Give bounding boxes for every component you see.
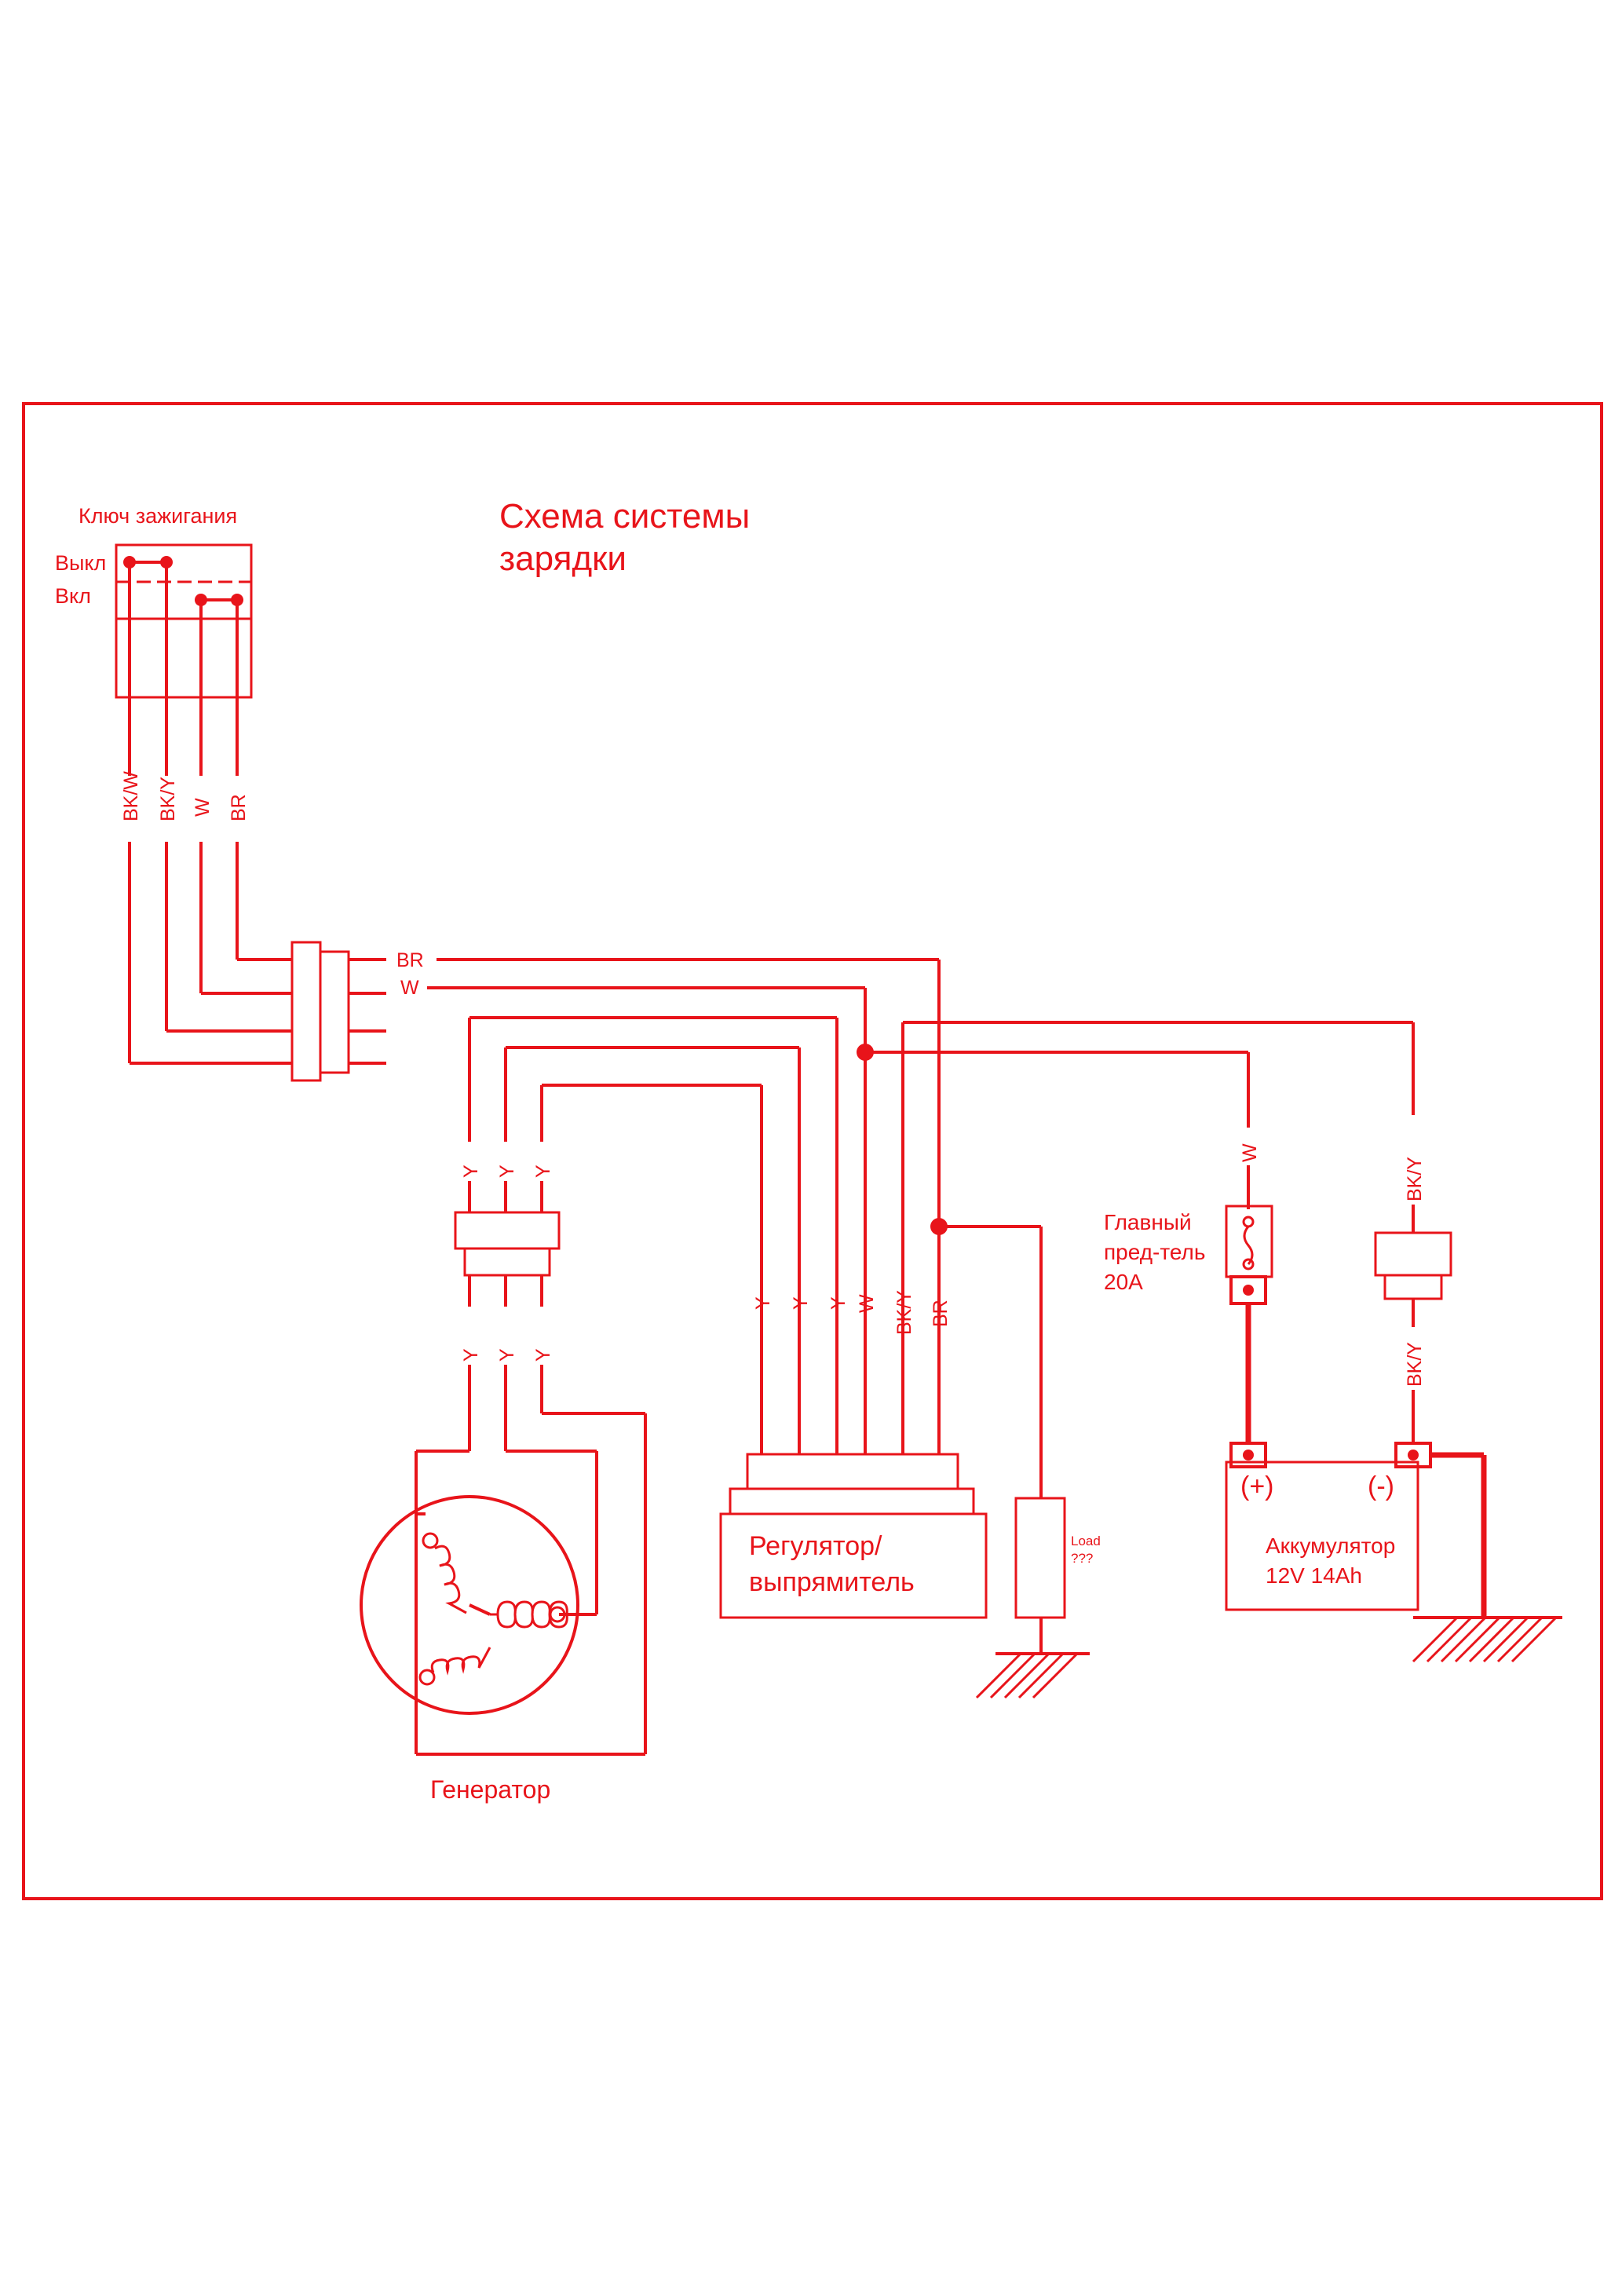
load-note: ??? bbox=[1071, 1551, 1093, 1566]
generator-wire-bottom-label-2: Y bbox=[496, 1348, 518, 1362]
regulator-wire-label-3: Y bbox=[827, 1296, 849, 1310]
regulator-wire-label-1: Y bbox=[752, 1296, 774, 1310]
harness-outputs bbox=[349, 958, 941, 1289]
battery bbox=[1225, 1442, 1562, 1619]
switch-wire-label-bky: BK/Y bbox=[157, 777, 179, 821]
battery-label-line2: 12V 14Ah bbox=[1266, 1563, 1362, 1588]
battery-plus-label: (+) bbox=[1240, 1472, 1274, 1501]
battery-label-line1: Аккумулятор bbox=[1266, 1534, 1395, 1558]
harness-label-br: BR bbox=[396, 949, 424, 971]
ground-hatch-line bbox=[1426, 1616, 1473, 1663]
load-ground-hatch bbox=[975, 1652, 1079, 1699]
regulator-wire-label-5: BK/Y bbox=[893, 1290, 915, 1335]
ground-hatch-line bbox=[1003, 1652, 1050, 1699]
connector-right-wire-bottom-label: BK/Y bbox=[1404, 1342, 1426, 1387]
generator-wire-bottom-label-3: Y bbox=[532, 1348, 554, 1362]
main-fuse bbox=[1225, 1205, 1273, 1445]
harness-connector bbox=[290, 941, 350, 1082]
ground-hatch-line bbox=[1454, 1616, 1501, 1663]
ground-hatch-line bbox=[989, 1652, 1036, 1699]
regulator-wire-label-6: BR bbox=[930, 1300, 952, 1327]
diagram-title-line1: Схема системы bbox=[499, 497, 750, 536]
connector-right bbox=[1374, 1231, 1452, 1300]
fuse-label-line2: пред-тель bbox=[1104, 1240, 1205, 1264]
battery-ground-hatch bbox=[1412, 1616, 1558, 1663]
ground-hatch-line bbox=[1440, 1616, 1487, 1663]
generator-symbol bbox=[360, 1495, 579, 1715]
ground-hatch-line bbox=[1412, 1616, 1459, 1663]
switch-wire-label-bkw: BK/W bbox=[120, 771, 142, 821]
battery-minus-label: (-) bbox=[1368, 1472, 1394, 1501]
fuse-label-line3: 20A bbox=[1104, 1270, 1143, 1294]
ignition-switch-label: Ключ зажигания bbox=[79, 504, 237, 528]
generator-connector bbox=[454, 1211, 561, 1277]
regulator-label-line1: Регулятор/ bbox=[749, 1531, 882, 1561]
generator-wire-top-label-1: Y bbox=[460, 1164, 482, 1178]
fuse-wire-label: W bbox=[1239, 1143, 1261, 1162]
ground-hatch-line bbox=[1032, 1652, 1079, 1699]
regulator-wire-label-2: Y bbox=[790, 1296, 812, 1310]
generator-label: Генератор bbox=[430, 1775, 550, 1804]
harness-label-w: W bbox=[400, 977, 419, 999]
generator-wires bbox=[415, 1016, 838, 1756]
fuse-label-line1: Главный bbox=[1104, 1210, 1192, 1234]
diagram-title-line2: зарядки bbox=[499, 539, 627, 578]
regulator-label-line2: выпрямитель bbox=[749, 1567, 915, 1597]
switch-wire-label-w: W bbox=[192, 798, 214, 817]
generator-wire-top-label-3: Y bbox=[532, 1164, 554, 1178]
ground-hatch-line bbox=[1511, 1616, 1558, 1663]
ignition-on-label: Вкл bbox=[55, 584, 91, 608]
regulator-wire-label-4: W bbox=[856, 1294, 878, 1313]
br-branch-to-load bbox=[930, 1218, 1043, 1498]
load-resistor bbox=[995, 1497, 1090, 1655]
w-branch-to-fuse bbox=[857, 1044, 1250, 1209]
switch-wire-label-br: BR bbox=[228, 794, 250, 821]
ground-hatch-line bbox=[1496, 1616, 1543, 1663]
ignition-off-label: Выкл bbox=[55, 551, 106, 575]
ground-hatch-line bbox=[1482, 1616, 1529, 1663]
ignition-switch bbox=[115, 543, 253, 699]
generator-wire-top-label-2: Y bbox=[496, 1164, 518, 1178]
bky-line bbox=[901, 1021, 1415, 1443]
connector-right-wire-top-label: BK/Y bbox=[1404, 1157, 1426, 1201]
regulator-rectifier bbox=[719, 1289, 988, 1619]
ground-hatch-line bbox=[975, 1652, 1022, 1699]
switch-wires bbox=[128, 562, 292, 1065]
generator-wire-bottom-label-1: Y bbox=[460, 1348, 482, 1362]
ground-hatch-line bbox=[1017, 1652, 1065, 1699]
ground-hatch-line bbox=[1468, 1616, 1515, 1663]
diagram-frame bbox=[22, 402, 1603, 1900]
load-label: Load bbox=[1071, 1534, 1101, 1548]
